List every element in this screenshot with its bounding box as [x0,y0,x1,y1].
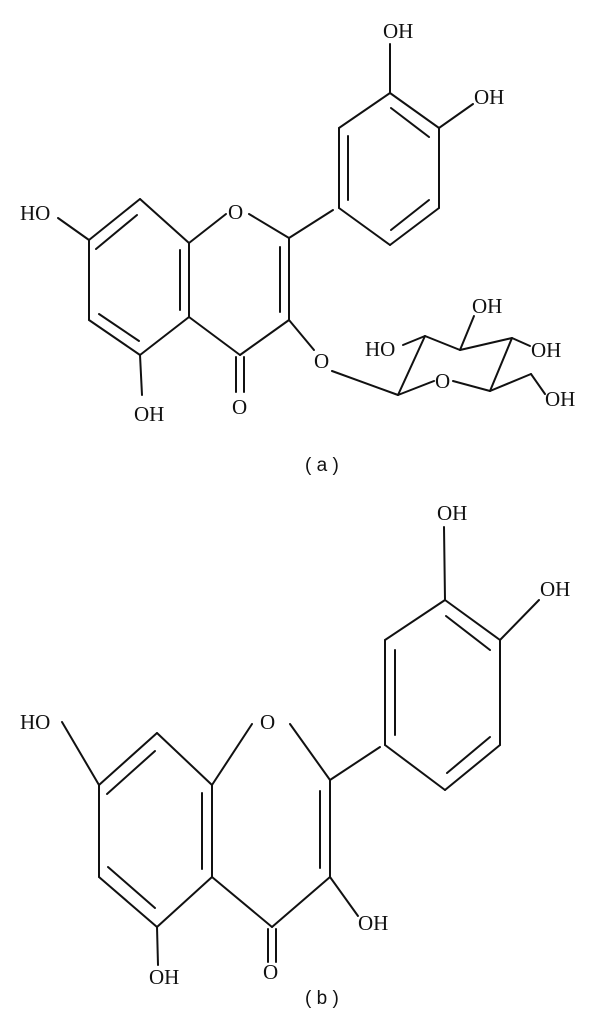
label-oh-3prime: OH [383,19,413,43]
label-sugar-ch2oh: OH [545,387,575,411]
caption-a: ( a ) [305,455,339,476]
label-oh-4prime: OH [540,577,570,601]
label-sugar-oh-4: OH [531,338,561,362]
label-sugar-oh-3: OH [472,294,502,318]
label-oh-5: OH [149,965,179,989]
label-carbonyl-oxygen: O [263,960,278,984]
label-oh-3: OH [358,911,388,935]
label-oh-5: OH [134,402,164,426]
label-carbonyl-oxygen: O [232,395,247,419]
structure-b: HO O O OH OH OH OH ( b ) [20,501,570,1009]
label-glycosidic-oxygen: O [314,349,329,373]
caption-b: ( b ) [305,988,339,1009]
label-sugar-ring-oxygen: O [435,369,450,393]
label-sugar-ho-2: HO [365,337,395,361]
label-ho-7: HO [20,710,50,734]
structure-a: HO O O OH OH OH O O HO OH OH OH ( a ) [20,19,575,476]
label-ring-oxygen: O [228,200,243,224]
label-oh-3prime: OH [437,501,467,525]
label-ho-7: HO [20,201,50,225]
label-ring-oxygen: O [260,710,275,734]
label-oh-4prime: OH [474,85,504,109]
